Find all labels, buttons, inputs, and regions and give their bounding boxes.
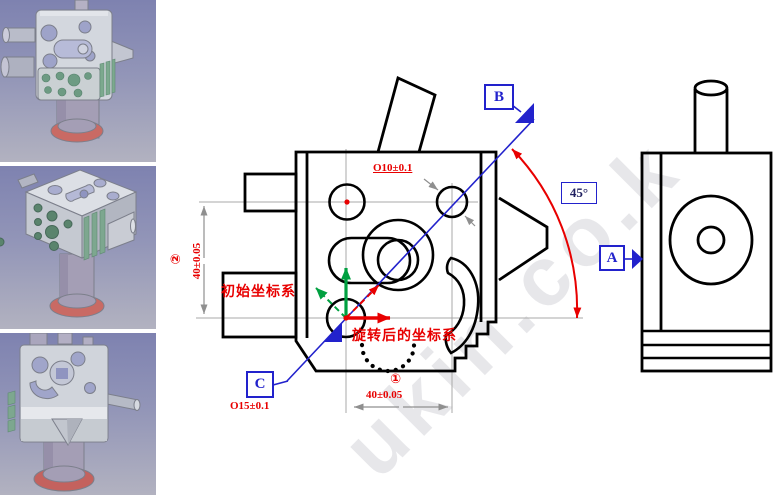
rotated-y-axis — [315, 287, 347, 319]
side-view-geometry — [640, 79, 773, 373]
datum-line-group — [272, 103, 643, 386]
hole-center-dot — [344, 199, 350, 205]
view3d-part-bottom — [7, 333, 141, 492]
arc-slot — [29, 380, 59, 400]
face-holes — [31, 351, 96, 394]
green-fins — [99, 58, 116, 98]
left-tab-upper — [243, 172, 298, 213]
top-holes — [47, 178, 120, 201]
white-band — [21, 407, 107, 419]
dim1-index: ① — [390, 372, 402, 387]
datum-c-arrow — [323, 322, 342, 342]
datum-a-label: A — [599, 245, 625, 271]
cylinder-top — [693, 79, 729, 97]
origin-dot — [343, 315, 349, 321]
side-stub — [17, 173, 39, 189]
dimension-lines — [200, 178, 476, 411]
hole-callout-datum: O15±0.1 — [230, 400, 270, 412]
center-bore — [361, 218, 435, 292]
hole-callout-top: O10±0.1 — [373, 162, 413, 174]
datum-c-label: C — [246, 371, 274, 398]
slot-stadium — [327, 236, 412, 285]
view3d-panel-3 — [0, 333, 156, 495]
datum-a-arrow — [632, 249, 643, 269]
side-small-circle — [696, 225, 726, 255]
view3d-panel-1 — [0, 0, 156, 162]
datum-b-label: B — [484, 84, 514, 110]
top-boss — [376, 76, 437, 153]
datum-b-arrow — [515, 103, 534, 123]
view3d-part-top — [0, 0, 134, 143]
rotated-x-axis — [345, 284, 380, 319]
side-cone — [107, 211, 135, 251]
left-tab-lower — [221, 271, 298, 339]
top-stub — [57, 333, 73, 345]
dim2-index: ② — [168, 253, 184, 265]
view3d-part-iso — [0, 169, 138, 318]
green-holes — [41, 71, 92, 98]
side-circle — [668, 194, 754, 286]
view3d-panel-2 — [0, 166, 156, 329]
dim1-value: 40±0.05 — [366, 389, 403, 401]
inner-bore — [376, 238, 420, 282]
rotated-cs-label: 旋转后的坐标系 — [352, 327, 457, 343]
hole-top-right — [435, 185, 469, 219]
green-fins — [83, 208, 106, 261]
angle-label: 45° — [561, 182, 597, 204]
angle-arc — [511, 148, 582, 319]
kidney-slot — [444, 256, 480, 355]
hole-top-left — [328, 183, 366, 221]
green-fins — [7, 390, 16, 433]
front-holes — [0, 203, 73, 251]
rotation-annotation — [315, 148, 582, 324]
hidden-cylinder-arc — [359, 342, 417, 374]
dim2-value: 40±0.05 — [190, 242, 203, 280]
initial-cs-label: 初始坐标系 — [221, 283, 296, 299]
front-view-features — [325, 183, 480, 374]
